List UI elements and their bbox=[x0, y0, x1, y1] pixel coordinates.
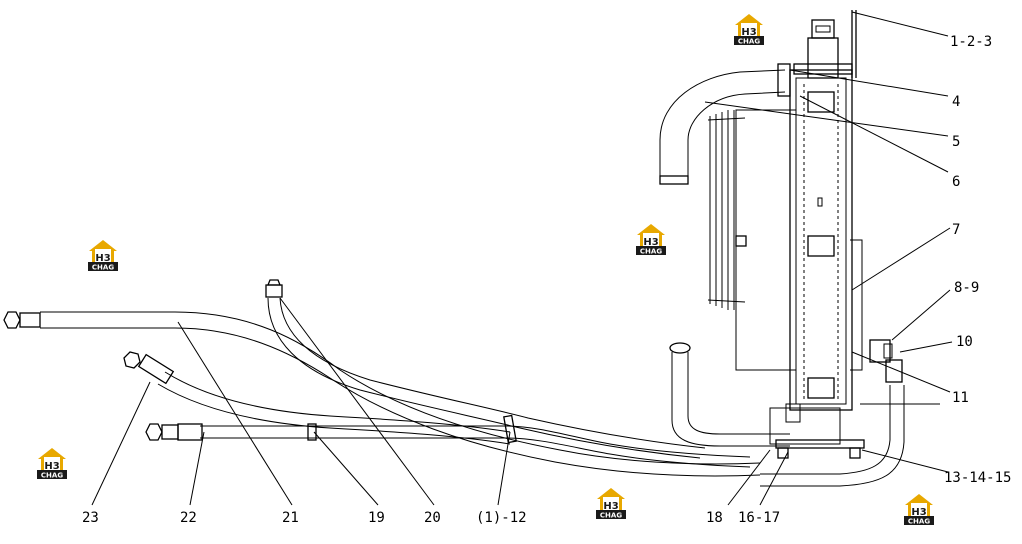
label-7: 7 bbox=[952, 222, 960, 238]
part-labels: 1-2-3 4 5 6 7 8-9 10 11 13-14-15 16-17 1… bbox=[82, 34, 1011, 526]
watermark-logo: H3 CHAG bbox=[734, 14, 764, 46]
watermark-logo: H3 CHAG bbox=[88, 240, 118, 272]
label-4: 4 bbox=[952, 94, 960, 110]
hose-20 bbox=[267, 297, 706, 459]
watermark-logo: H3 CHAG bbox=[636, 224, 666, 256]
bracket-assembly bbox=[860, 339, 940, 405]
svg-text:CHAG: CHAG bbox=[908, 518, 930, 526]
hose-21 bbox=[40, 311, 761, 477]
label-5: 5 bbox=[952, 134, 960, 150]
watermark-logo: H3 CHAG bbox=[904, 494, 934, 526]
return-hose-end bbox=[669, 342, 691, 354]
fitting-20-end bbox=[265, 279, 283, 298]
label-20: 20 bbox=[424, 510, 441, 526]
label-19: 19 bbox=[368, 510, 385, 526]
label-6: 6 bbox=[952, 174, 960, 190]
watermark-logo: H3 CHAG bbox=[37, 448, 67, 480]
svg-text:CHAG: CHAG bbox=[640, 248, 662, 256]
svg-text:H3: H3 bbox=[643, 237, 658, 248]
radiator bbox=[789, 69, 863, 411]
svg-text:H3: H3 bbox=[603, 501, 618, 512]
clamp-19 bbox=[307, 423, 317, 441]
label-22: 22 bbox=[180, 510, 197, 526]
watermark-logo: H3 CHAG bbox=[596, 488, 626, 520]
hose-23 bbox=[157, 371, 511, 445]
fan-shroud bbox=[707, 109, 797, 371]
label-8-9: 8-9 bbox=[954, 280, 979, 296]
filler-neck bbox=[793, 10, 857, 79]
bottom-mount bbox=[769, 403, 865, 459]
label-1-2-3: 1-2-3 bbox=[950, 34, 992, 50]
svg-text:H3: H3 bbox=[44, 461, 59, 472]
svg-text:CHAG: CHAG bbox=[738, 38, 760, 46]
label-18: 18 bbox=[706, 510, 723, 526]
svg-text:CHAG: CHAG bbox=[41, 472, 63, 480]
label-23: 23 bbox=[82, 510, 99, 526]
label-21: 21 bbox=[282, 510, 299, 526]
label-16-17: 16-17 bbox=[738, 510, 780, 526]
svg-text:H3: H3 bbox=[95, 253, 110, 264]
fitting-23-end bbox=[123, 351, 175, 385]
label-11: 11 bbox=[952, 390, 969, 406]
label-1-12: (1)-12 bbox=[476, 510, 527, 526]
return-hose bbox=[671, 352, 790, 447]
svg-text:H3: H3 bbox=[911, 507, 926, 518]
fitting-21-end bbox=[3, 311, 41, 329]
label-10: 10 bbox=[956, 334, 973, 350]
leader-lines bbox=[91, 11, 953, 506]
svg-text:H3: H3 bbox=[741, 27, 756, 38]
clamp-12 bbox=[503, 414, 517, 444]
svg-text:CHAG: CHAG bbox=[600, 512, 622, 520]
fitting-22-end bbox=[145, 423, 203, 441]
pipe-22 bbox=[200, 425, 751, 468]
svg-text:CHAG: CHAG bbox=[92, 264, 114, 272]
hose-right bbox=[760, 385, 905, 487]
upper-hose bbox=[659, 63, 791, 185]
label-13-14-15: 13-14-15 bbox=[944, 470, 1011, 486]
